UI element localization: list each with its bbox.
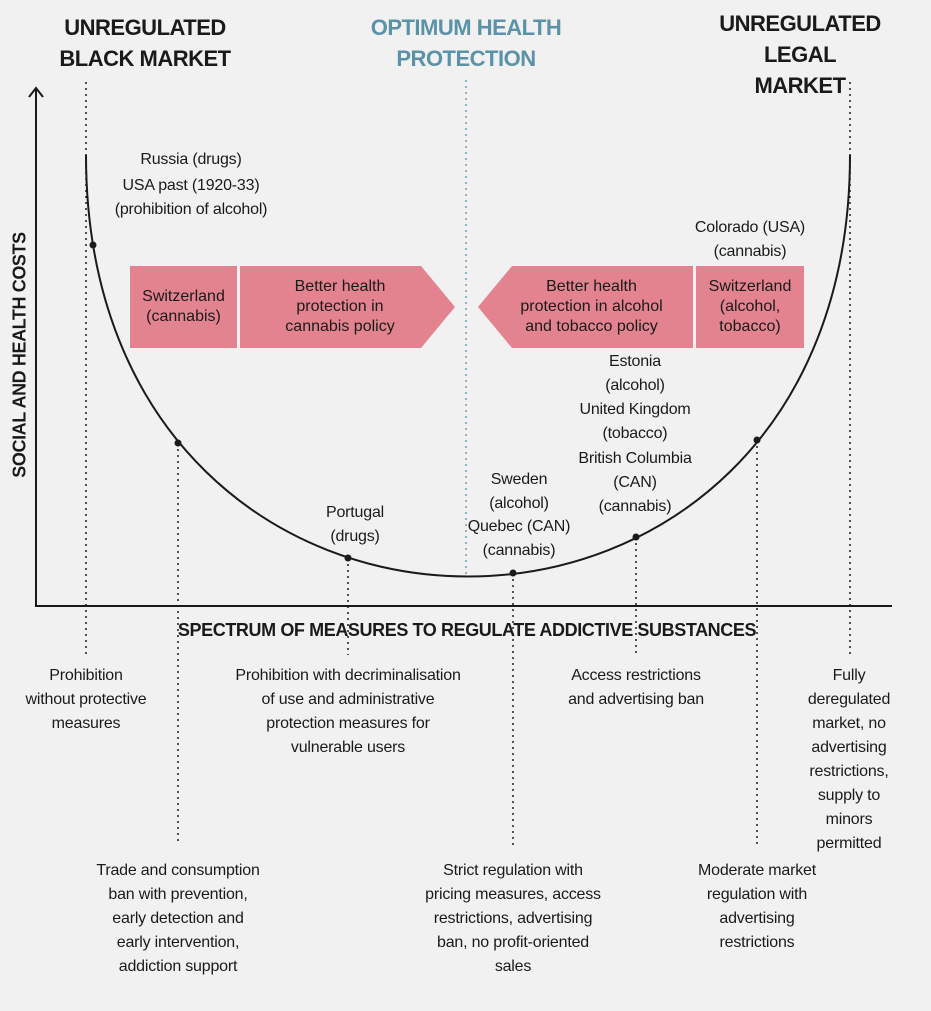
header-optimum: OPTIMUM HEALTH PROTECTION (370, 15, 562, 71)
point-portugal (344, 554, 352, 562)
arrow-better-cannabis: Better health protection in cannabis pol… (285, 278, 395, 335)
label-uk: United Kingdom (tobacco) (579, 401, 691, 442)
policy-boxes (130, 266, 804, 348)
measure-deregulated: Fully deregulated market, no advertising… (807, 667, 891, 852)
box-switzerland-alcohol: Switzerland (alcohol, tobacco) (708, 278, 792, 335)
measure-access-restrictions: Access restrictions and advertising ban (568, 667, 704, 708)
point-russia (89, 241, 97, 249)
measure-prohibition: Prohibition without protective measures (25, 667, 147, 732)
axes (28, 86, 892, 607)
point-trade-ban (174, 439, 182, 447)
y-axis-arrow-icon (28, 86, 44, 98)
label-colorado: Colorado (USA) (cannabis) (694, 219, 806, 260)
arrow-better-alcohol-tobacco: Better health protection in alcohol and … (520, 278, 663, 335)
label-british-columbia: British Columbia (CAN) (cannabis) (578, 450, 692, 515)
curve-points (89, 241, 761, 577)
u-curve (85, 154, 851, 578)
label-quebec: Quebec (CAN) (cannabis) (467, 518, 571, 559)
label-russia: Russia (drugs) (140, 151, 242, 168)
arrow-left-shape (478, 266, 693, 348)
label-sweden: Sweden (alcohol) (489, 471, 549, 512)
label-estonia: Estonia (alcohol) (605, 353, 665, 394)
header-legal-market: UNREGULATED LEGAL MARKET (719, 11, 881, 98)
y-axis-label: SOCIAL AND HEALTH COSTS (9, 232, 30, 478)
box-switzerland-cannabis: Switzerland (cannabis) (142, 288, 225, 325)
arrow-right-shape (240, 266, 455, 348)
measure-trade-ban: Trade and consumption ban with preventio… (96, 862, 260, 975)
measure-decriminalisation: Prohibition with decriminalisation of us… (235, 667, 461, 756)
label-portugal: Portugal (drugs) (326, 504, 384, 545)
point-moderate (753, 436, 761, 444)
point-sweden-quebec (509, 569, 517, 577)
label-usa: USA past (1920-33) (prohibition of alcoh… (114, 177, 268, 218)
measure-moderate-regulation: Moderate market regulation with advertis… (698, 862, 816, 951)
box-switzerland-alcohol-shape (696, 266, 804, 348)
x-axis-label: SPECTRUM OF MEASURES TO REGULATE ADDICTI… (177, 620, 757, 640)
point-access (632, 533, 640, 541)
header-black-market: UNREGULATED BLACK MARKET (59, 15, 231, 71)
box-switzerland-cannabis-shape (130, 266, 237, 348)
measure-strict-regulation: Strict regulation with pricing measures,… (425, 862, 601, 975)
